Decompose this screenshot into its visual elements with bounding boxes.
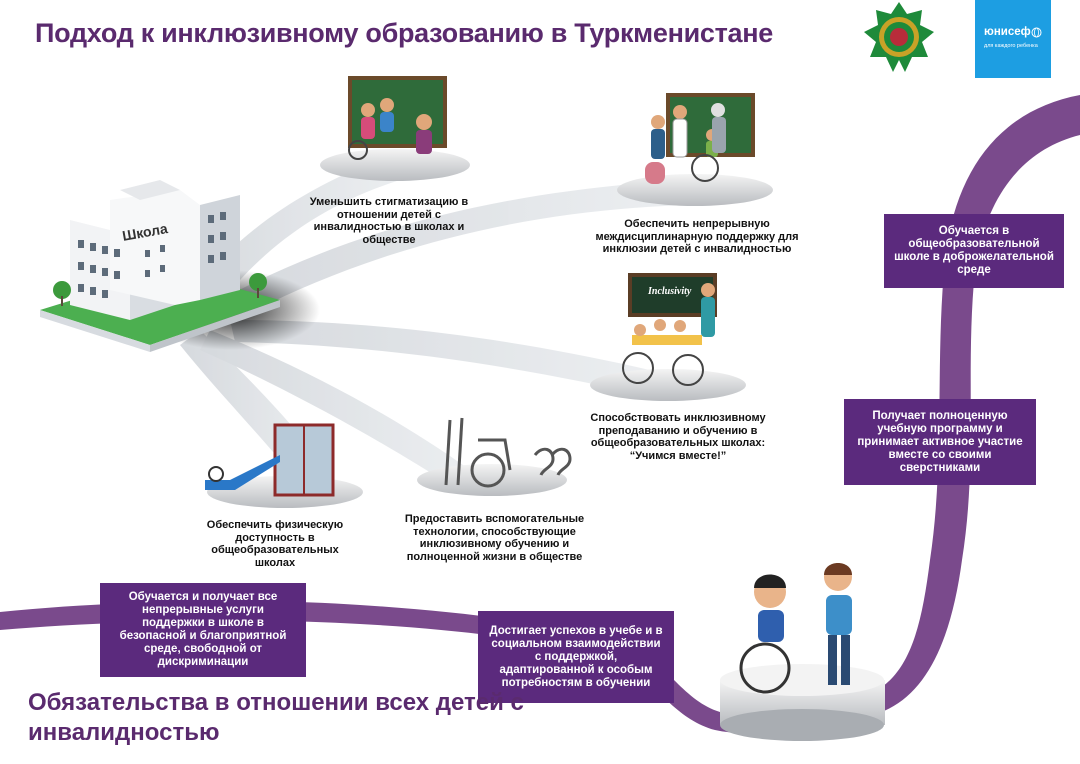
elevator-and-ramp: [205, 423, 335, 497]
turkmenistan-emblem-icon: [864, 2, 934, 72]
page-title: Подход к инклюзивному образованию в Турк…: [35, 18, 773, 48]
school-building: [40, 180, 280, 352]
board-label: Inclusivity: [648, 286, 692, 297]
unicef-logo: юнисеф для каждого ребенка: [975, 0, 1051, 78]
caption-access: Обеспечить физическую доступность в обще…: [206, 519, 344, 569]
caption-stigma: Уменьшить стигматизацию в отношении дете…: [309, 196, 469, 246]
assistive-devices: [444, 417, 572, 488]
kids-figures: [739, 563, 852, 694]
caption-support: Обеспечить непрерывную междисциплинарную…: [595, 218, 799, 255]
bottom-title: Обязательства в отношении всех детей с и…: [28, 689, 524, 746]
outcome-box-2: Достигает успехов в учебе и в социальном…: [478, 611, 674, 703]
globe-icon: [1031, 27, 1042, 38]
unicef-name: юнисеф: [984, 26, 1031, 38]
outcome-box-4: Обучается в общеобразовательной школе в …: [884, 214, 1064, 288]
people-figures: [348, 98, 726, 386]
unicef-tagline: для каждого ребенка: [984, 43, 1038, 49]
caption-assistive: Предоставить вспомогательные технологии,…: [404, 513, 585, 563]
outcome-box-1: Обучается и получает все непрерывные усл…: [100, 583, 306, 677]
outcome-box-3: Получает полноценную учебную программу и…: [844, 399, 1036, 485]
caption-teaching: Способствовать инклюзивному преподаванию…: [590, 412, 766, 462]
